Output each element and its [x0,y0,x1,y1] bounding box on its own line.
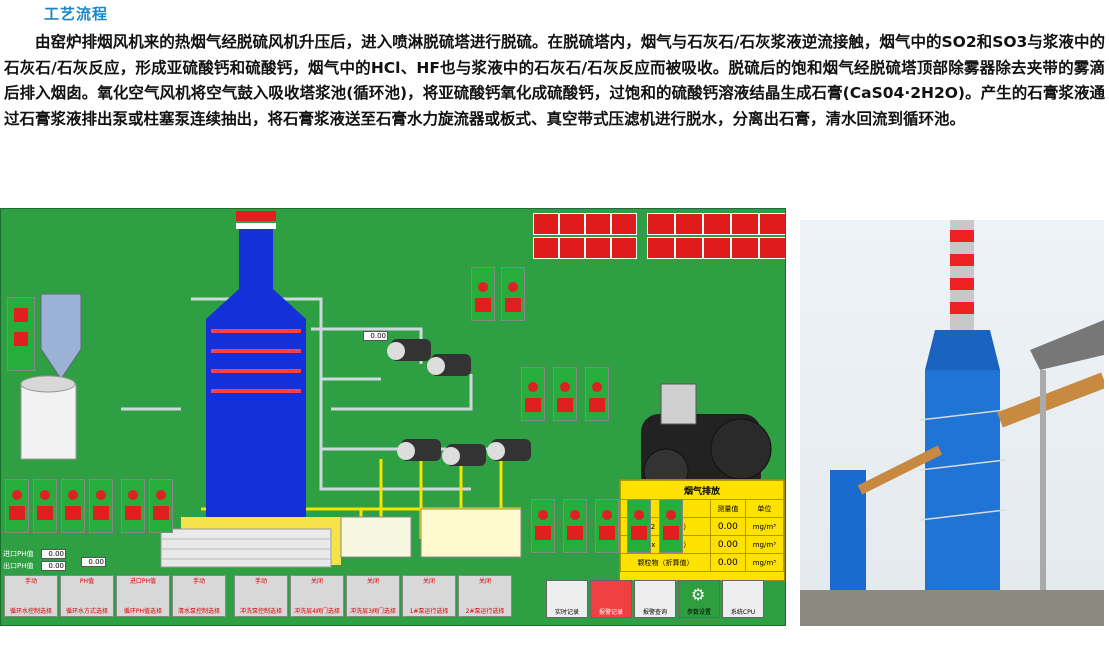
toggle-ph-select[interactable]: 进口PH值循环PH值选择 [116,575,170,617]
pump-value: 0.00 [81,557,106,567]
toggle-label: 循环水方式选择 [65,608,108,615]
toggle-state: 关闭 [422,578,435,585]
toggle-circulation-mode[interactable]: PH值循环水方式选择 [60,575,114,617]
scada-screenshot: 烟气排放 名称 测量值 单位 SO2（折算值） 0.00 mg/m³ NOx（折… [0,208,786,626]
emission-title: 烟气排放 [620,480,784,500]
toggle-state: 关闭 [366,578,379,585]
emission-header-value: 测量值 [709,499,746,518]
emission-pm-name: 颗粒物（折算值） [620,553,711,572]
ph-value-1: 0.00 [41,549,66,559]
toggle-flush-pump[interactable]: 手动冲洗泵控制选择 [234,575,288,617]
toggle-state: 关闭 [310,578,323,585]
toggle-state: 手动 [254,578,267,585]
button-label: 参数设置 [686,609,711,616]
toggle-state: 手动 [24,578,37,585]
alarm-record-button[interactable]: 报警记录 [590,580,632,618]
toggle-label: 冲洗层4阀门选择 [294,608,340,615]
parameter-settings-button[interactable]: ⚙ 参数设置 [678,580,720,618]
toggle-label: 1#泵运行选择 [409,608,449,615]
toggle-label: 清水泵控制选择 [177,608,220,615]
toggle-state: 手动 [192,578,205,585]
emission-header-unit: 单位 [744,499,785,518]
scada-diagram [20,211,772,568]
system-cpu-button[interactable]: 系统CPU [722,580,764,618]
realtime-record-button[interactable]: 实时记录 [546,580,588,618]
ph-label-out: 出口PH值 [3,562,34,570]
toggle-clear-water-pump[interactable]: 手动清水泵控制选择 [172,575,226,617]
toggle-circulation-control[interactable]: 手动循环水控制选择 [4,575,58,617]
gear-icon: ⚙ [691,585,706,604]
emission-table: 烟气排放 名称 测量值 单位 SO2（折算值） 0.00 mg/m³ NOx（折… [619,479,785,581]
button-label: 报警记录 [598,609,623,616]
toggle-label: 循环PH值选择 [123,608,163,615]
toggle-state: 关闭 [478,578,491,585]
toggle-flush-valve-3[interactable]: 关闭冲洗层3阀门选择 [346,575,400,617]
process-description: 由窑炉排烟风机来的热烟气经脱硫风机升压后，进入喷淋脱硫塔进行脱硫。在脱硫塔内，烟… [4,33,1105,128]
emission-so2-unit: mg/m³ [744,517,785,536]
toggle-pump-2[interactable]: 关闭 2#泵运行选择 [458,575,512,617]
ph-label-in: 进口PH值 [3,550,34,558]
tower-photo [800,220,1104,626]
toggle-label: 冲洗泵控制选择 [239,608,282,615]
section-title: 工艺流程 [44,5,109,23]
tower-photo-image [800,220,1104,626]
button-label: 实时记录 [554,609,579,616]
ph-value-2: 0.00 [41,561,66,571]
button-label: 系统CPU [730,609,756,616]
emission-nox-value: 0.00 [709,535,746,554]
emission-pm-value: 0.00 [709,553,746,572]
emission-so2-value: 0.00 [709,517,746,536]
alarm-query-button[interactable]: 报警查询 [634,580,676,618]
toggle-label: 循环水控制选择 [9,608,52,615]
toggle-label: 冲洗层3阀门选择 [350,608,396,615]
toggle-label: 2#泵运行选择 [465,608,505,615]
toggle-pump-1[interactable]: 关闭 1#泵运行选择 [402,575,456,617]
tank-value: 0.00 [363,331,388,341]
emission-nox-unit: mg/m³ [744,535,785,554]
toggle-state: 进口PH值 [129,578,157,585]
emission-pm-unit: mg/m³ [744,553,785,572]
toggle-state: PH值 [79,578,95,585]
button-label: 报警查询 [642,609,667,616]
toggle-flush-valve-4[interactable]: 关闭冲洗层4阀门选择 [290,575,344,617]
